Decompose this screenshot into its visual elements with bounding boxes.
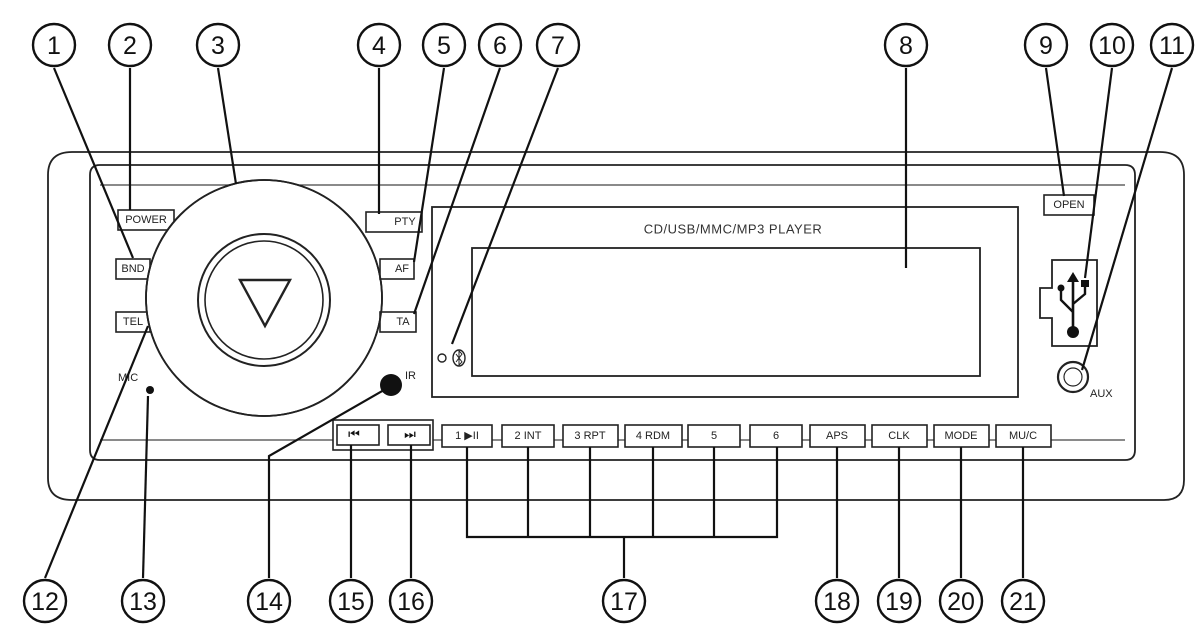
power-button[interactable]: POWER bbox=[117, 209, 175, 231]
callout-6: 6 bbox=[477, 22, 523, 68]
mu-c-label: MU/C bbox=[1009, 430, 1037, 442]
display-title: CD/USB/MMC/MP3 PLAYER bbox=[644, 222, 823, 237]
preset-3-rpt-button[interactable]: 3 RPT bbox=[562, 424, 619, 448]
prev-track-icon: ⏮ bbox=[348, 428, 360, 443]
callout-20: 20 bbox=[938, 578, 984, 624]
callout-13-label: 13 bbox=[129, 588, 157, 616]
volume-knob-edge bbox=[145, 179, 383, 417]
callout-15: 15 bbox=[328, 578, 374, 624]
callout-11: 11 bbox=[1149, 22, 1195, 68]
preset-4-rdm-button[interactable]: 4 RDM bbox=[624, 424, 683, 448]
mode-label: MODE bbox=[945, 430, 978, 442]
callout-21: 21 bbox=[1000, 578, 1046, 624]
callout-5-label: 5 bbox=[437, 32, 451, 60]
clk-button[interactable]: CLK bbox=[871, 424, 928, 448]
tel-button-label: TEL bbox=[123, 316, 143, 328]
usb-icon bbox=[1057, 272, 1089, 338]
ta-button[interactable]: TA bbox=[379, 311, 417, 333]
leader-lines bbox=[43, 67, 1174, 579]
callout-17: 17 bbox=[601, 578, 647, 624]
bnd-button-label: BND bbox=[121, 263, 144, 275]
callout-7: 7 bbox=[535, 22, 581, 68]
ta-button-label: TA bbox=[396, 316, 410, 328]
release-triangle-icon bbox=[237, 278, 293, 329]
mic-label: MIC bbox=[118, 372, 138, 384]
callout-9: 9 bbox=[1023, 22, 1069, 68]
preset-2-int-button[interactable]: 2 INT bbox=[501, 424, 555, 448]
callout-3-label: 3 bbox=[211, 32, 225, 60]
mode-button[interactable]: MODE bbox=[933, 424, 990, 448]
callout-5: 5 bbox=[421, 22, 467, 68]
prev-track-button[interactable]: ⏮ bbox=[336, 424, 380, 446]
callout-1: 1 bbox=[31, 22, 77, 68]
aux-jack-inner bbox=[1063, 367, 1083, 387]
callout-15-label: 15 bbox=[337, 588, 365, 616]
preset-3-label: 3 RPT bbox=[574, 430, 605, 442]
tel-button[interactable]: TEL bbox=[115, 311, 151, 333]
preset-2-label: 2 INT bbox=[515, 430, 542, 442]
open-button-label: OPEN bbox=[1053, 199, 1084, 211]
aps-button[interactable]: APS bbox=[809, 424, 866, 448]
lcd-screen bbox=[471, 247, 981, 377]
preset-5-label: 5 bbox=[711, 430, 717, 442]
ir-sensor bbox=[380, 374, 402, 396]
mu-c-button[interactable]: MU/C bbox=[995, 424, 1052, 448]
preset-1-label: 1 ▶II bbox=[455, 430, 479, 442]
callout-8: 8 bbox=[883, 22, 929, 68]
callout-4: 4 bbox=[356, 22, 402, 68]
af-button[interactable]: AF bbox=[379, 258, 415, 280]
callout-12: 12 bbox=[22, 578, 68, 624]
preset-5-button[interactable]: 5 bbox=[687, 424, 741, 448]
callout-11-label: 11 bbox=[1159, 32, 1185, 60]
callout-10: 10 bbox=[1089, 22, 1135, 68]
callout-21-label: 21 bbox=[1009, 588, 1037, 616]
bnd-button[interactable]: BND bbox=[115, 258, 151, 280]
preset-6-label: 6 bbox=[773, 430, 779, 442]
bluetooth-icon bbox=[452, 349, 466, 367]
next-track-button[interactable]: ⏭ bbox=[387, 424, 431, 446]
callout-2: 2 bbox=[107, 22, 153, 68]
status-led bbox=[437, 353, 447, 363]
next-track-icon: ⏭ bbox=[404, 428, 416, 443]
callout-2-label: 2 bbox=[123, 32, 137, 60]
callout-20-label: 20 bbox=[947, 588, 975, 616]
pty-button[interactable]: PTY bbox=[365, 211, 423, 233]
callout-1-label: 1 bbox=[47, 32, 61, 60]
callout-9-label: 9 bbox=[1039, 32, 1053, 60]
aps-label: APS bbox=[826, 430, 848, 442]
ir-label: IR bbox=[405, 370, 416, 382]
callout-19: 19 bbox=[876, 578, 922, 624]
callout-3: 3 bbox=[195, 22, 241, 68]
pty-button-label: PTY bbox=[394, 216, 416, 228]
callout-17-label: 17 bbox=[610, 588, 638, 616]
callout-14-label: 14 bbox=[255, 588, 283, 616]
callout-18: 18 bbox=[814, 578, 860, 624]
callout-7-label: 7 bbox=[551, 32, 565, 60]
af-button-label: AF bbox=[395, 263, 409, 275]
open-button[interactable]: OPEN bbox=[1043, 194, 1095, 216]
callout-19-label: 19 bbox=[885, 588, 913, 616]
callout-10-label: 10 bbox=[1098, 32, 1126, 60]
callout-14: 14 bbox=[246, 578, 292, 624]
callout-16: 16 bbox=[388, 578, 434, 624]
callout-13: 13 bbox=[120, 578, 166, 624]
faceplate-outline bbox=[47, 151, 1185, 501]
callout-8-label: 8 bbox=[899, 32, 913, 60]
aux-label: AUX bbox=[1090, 388, 1113, 400]
preset-4-label: 4 RDM bbox=[636, 430, 670, 442]
callout-16-label: 16 bbox=[397, 588, 425, 616]
preset-1-play-pause-button[interactable]: 1 ▶II bbox=[441, 424, 493, 448]
callout-6-label: 6 bbox=[493, 32, 507, 60]
preset-6-button[interactable]: 6 bbox=[749, 424, 803, 448]
clk-label: CLK bbox=[888, 430, 910, 442]
callout-18-label: 18 bbox=[823, 588, 851, 616]
power-button-label: POWER bbox=[125, 214, 167, 226]
mic-hole bbox=[146, 386, 154, 394]
callout-4-label: 4 bbox=[372, 32, 386, 60]
callout-12-label: 12 bbox=[31, 588, 59, 616]
